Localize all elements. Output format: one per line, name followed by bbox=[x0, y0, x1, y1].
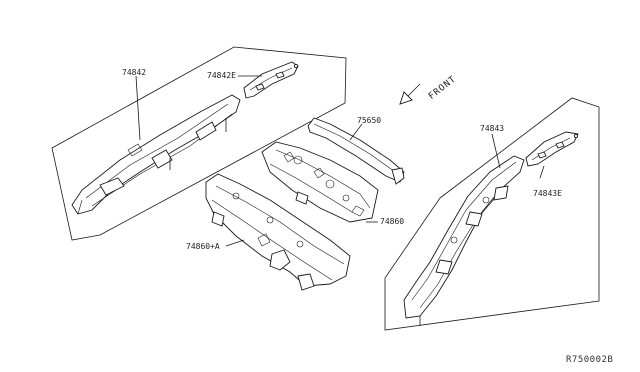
part-74843-rail bbox=[403, 155, 525, 326]
part-74843E-bracket bbox=[525, 131, 579, 167]
callout-74860A: 74860+A bbox=[186, 242, 220, 251]
left-group-border bbox=[51, 46, 347, 241]
callout-74842: 74842 bbox=[122, 68, 147, 77]
callout-74843E: 74843E bbox=[533, 189, 562, 198]
part-74860-floor bbox=[261, 141, 379, 223]
callout-74843: 74843 bbox=[480, 124, 505, 133]
callout-74842E: 74842E bbox=[207, 71, 236, 80]
part-74842-rail bbox=[71, 94, 241, 215]
right-group-border bbox=[384, 97, 600, 331]
part-75650-crossmember bbox=[307, 117, 405, 185]
callout-75650: 75650 bbox=[357, 116, 382, 125]
leader-lines bbox=[135, 75, 545, 247]
reference-code: R750002B bbox=[566, 355, 614, 365]
front-arrow-icon bbox=[399, 83, 421, 105]
part-74842E-bracket bbox=[243, 61, 299, 99]
part-74860A-floor bbox=[205, 173, 351, 291]
callout-74860: 74860 bbox=[380, 217, 405, 226]
